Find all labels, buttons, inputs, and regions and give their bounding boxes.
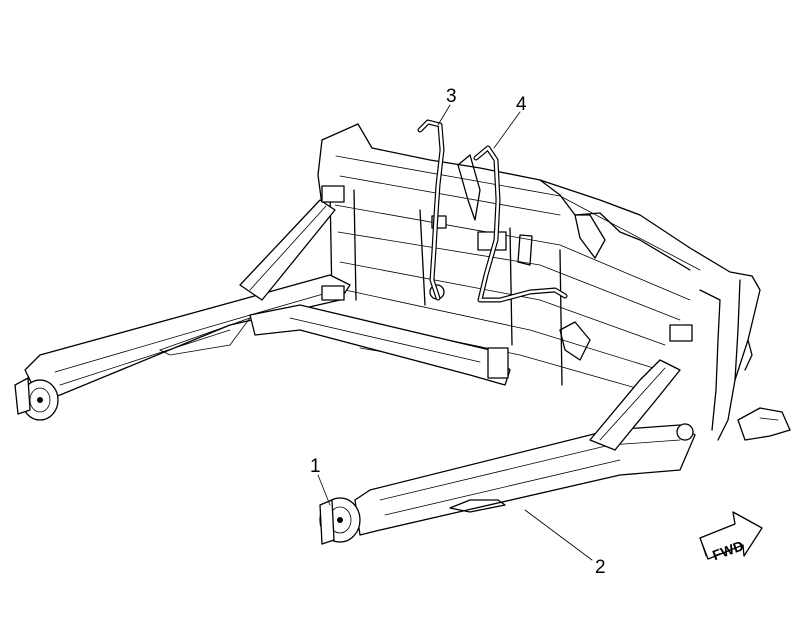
hose-3: [417, 119, 445, 301]
callout-1: 1: [310, 456, 321, 477]
forward-arrow-icon: FWD: [699, 511, 763, 563]
leader-line-4: [493, 111, 521, 149]
leader-line-1: [317, 474, 331, 506]
leader-line-3: [437, 104, 451, 126]
leader-line-2: [524, 509, 593, 561]
right-push-arm: [319, 359, 696, 545]
callout-4: 4: [516, 94, 527, 115]
callout-3: 3: [446, 86, 457, 107]
left-push-arm: [14, 199, 511, 421]
hose-4: [473, 145, 568, 303]
mainframe: [317, 123, 791, 441]
callout-2: 2: [595, 557, 606, 578]
